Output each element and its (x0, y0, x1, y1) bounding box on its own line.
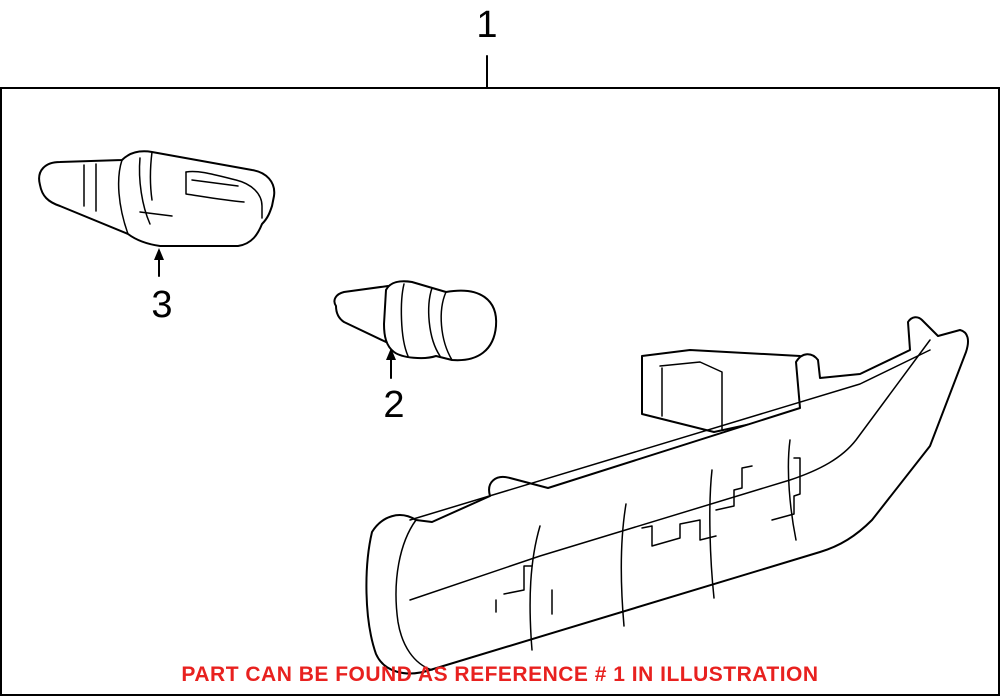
footer-note: PART CAN BE FOUND AS REFERENCE # 1 IN IL… (181, 663, 819, 686)
ref3-arrow (154, 248, 164, 260)
ref1-callout: 1 (476, 4, 498, 46)
assembly-frame-border (0, 87, 1000, 696)
bulb-socket-part (38, 150, 276, 277)
bulb-part (333, 280, 498, 379)
ref2-callout: 2 (383, 384, 405, 426)
ref2-arrow (386, 348, 396, 360)
lamp-housing-part (365, 316, 969, 675)
assembly-frame (0, 55, 1000, 696)
ref3-callout: 3 (151, 284, 173, 326)
